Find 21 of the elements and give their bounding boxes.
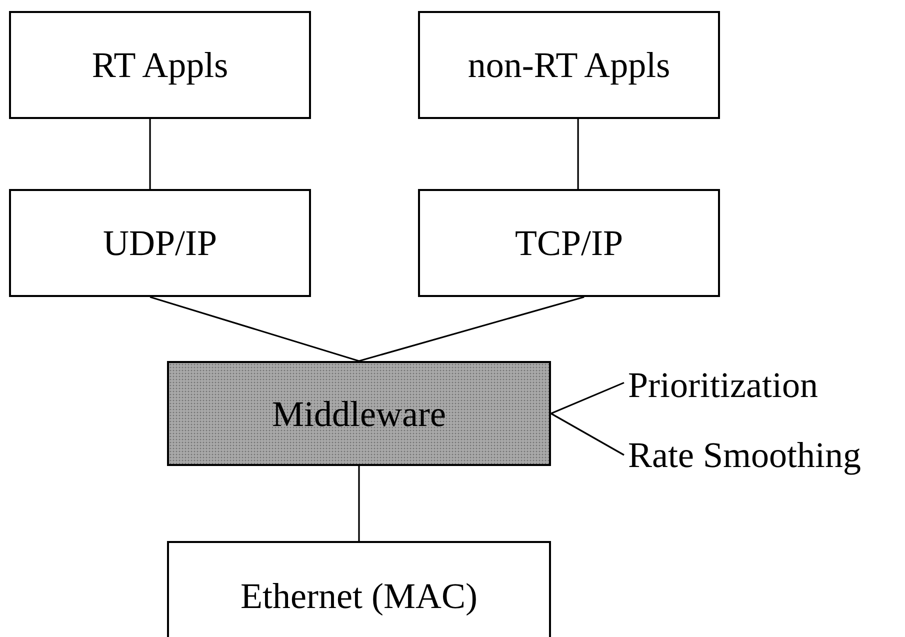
connector-line [150, 296, 360, 362]
leader-line [550, 412, 624, 456]
layer-box [9, 189, 311, 297]
layer-box [167, 541, 551, 637]
box-label: Middleware [272, 392, 446, 434]
layer-box [167, 361, 551, 466]
connector-line [358, 466, 360, 541]
connector-line [358, 296, 584, 362]
layer-box [418, 11, 720, 119]
layer-box [9, 11, 311, 119]
annotation-text: Rate Smoothing [628, 430, 861, 480]
box-label: Ethernet (MAC) [240, 575, 478, 617]
box-label: non-RT Appls [468, 44, 670, 86]
connector-line [149, 119, 151, 189]
leader-line [550, 382, 624, 414]
box-label: TCP/IP [514, 222, 624, 264]
annotation-text: Prioritization [628, 362, 818, 408]
box-label: UDP/IP [102, 222, 218, 264]
box-label: RT Appls [92, 44, 228, 86]
connector-line [577, 119, 579, 189]
layer-box [418, 189, 720, 297]
